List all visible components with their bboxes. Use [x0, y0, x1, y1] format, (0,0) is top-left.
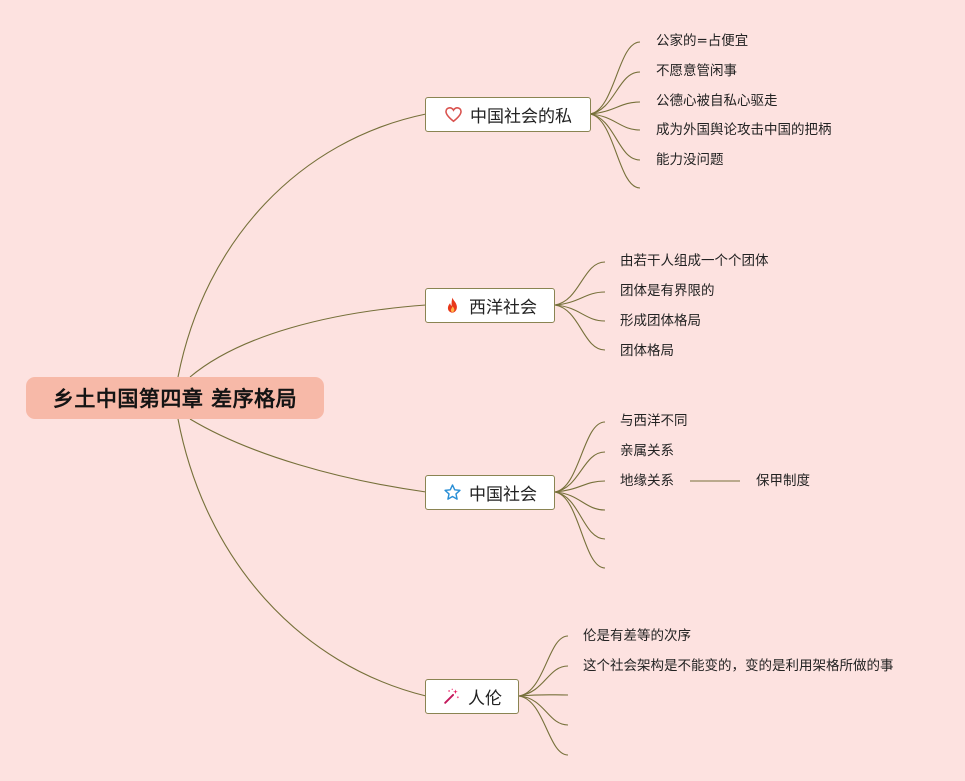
link-b3-leaf-4: [518, 695, 569, 756]
link-root-branch-1: [189, 304, 427, 378]
branch-topic-label: 人伦: [468, 689, 502, 709]
link-b3-leaf-1: [518, 665, 569, 697]
link-b2-leaf-3: [554, 491, 606, 511]
heart-icon: [444, 105, 463, 124]
leaf-item[interactable]: 公家的=占便宜: [656, 33, 749, 49]
link-root-branch-2: [189, 418, 427, 493]
leaf-item[interactable]: 成为外国舆论攻击中国的把柄: [656, 122, 832, 138]
branch-topic-label: 中国社会: [469, 485, 537, 505]
link-b2-leaf-4: [554, 491, 606, 540]
leaf-item[interactable]: 能力没问题: [656, 152, 724, 168]
leaf-item[interactable]: 伦是有差等的次序: [583, 628, 691, 644]
root-topic-label: 乡土中国第四章 差序格局: [52, 387, 298, 411]
branch-topic-ethics[interactable]: 人伦: [425, 679, 519, 714]
link-b0-leaf-2: [589, 101, 641, 115]
link-b0-leaf-3: [589, 113, 641, 131]
branch-topic-private[interactable]: 中国社会的私: [425, 97, 591, 132]
leaf-item[interactable]: 由若干人组成一个个团体: [620, 253, 769, 269]
link-b2-leaf-2: [554, 480, 606, 493]
leaf-item[interactable]: 与西洋不同: [620, 413, 688, 429]
link-b3-leaf-3: [518, 695, 569, 726]
leaf-item[interactable]: 团体格局: [620, 343, 674, 359]
leaf-item[interactable]: 公德心被自私心驱走: [656, 93, 778, 109]
leaf-item[interactable]: 地缘关系: [620, 473, 674, 489]
star-icon: [443, 483, 462, 502]
leaf-item[interactable]: 形成团体格局: [620, 313, 701, 329]
link-b1-leaf-1: [554, 291, 606, 306]
leaf-item[interactable]: 团体是有界限的: [620, 283, 715, 299]
branch-topic-chinese-society[interactable]: 中国社会: [425, 475, 555, 510]
leaf-item[interactable]: 亲属关系: [620, 443, 674, 459]
link-b1-leaf-2: [554, 304, 606, 322]
fire-icon: [443, 296, 462, 315]
link-b0-leaf-4: [589, 113, 641, 161]
link-b2-leaf-1: [554, 451, 606, 493]
link-b3-leaf-2: [518, 694, 569, 697]
link-b1-leaf-0: [554, 261, 606, 306]
link-b0-leaf-0: [589, 41, 641, 115]
link-b0-leaf-1: [589, 71, 641, 115]
leaf-item[interactable]: 这个社会架构是不能变的，变的是利用架格所做的事: [583, 658, 894, 674]
branch-topic-label: 中国社会的私: [470, 107, 572, 127]
link-b2-leaf-0: [554, 421, 606, 493]
root-topic[interactable]: 乡土中国第四章 差序格局: [26, 377, 324, 419]
link-b0-leaf-5: [589, 113, 641, 189]
branch-topic-western-society[interactable]: 西洋社会: [425, 288, 555, 323]
branch-topic-label: 西洋社会: [469, 298, 537, 318]
magic-wand-icon: [442, 687, 461, 706]
sub-leaf-item[interactable]: 保甲制度: [756, 473, 810, 489]
link-root-branch-0: [177, 113, 427, 378]
link-b1-leaf-3: [554, 304, 606, 351]
link-b2-leaf-5: [554, 491, 606, 569]
leaf-item[interactable]: 不愿意管闲事: [656, 63, 737, 79]
link-b3-leaf-0: [518, 635, 569, 697]
link-root-branch-3: [177, 418, 427, 697]
